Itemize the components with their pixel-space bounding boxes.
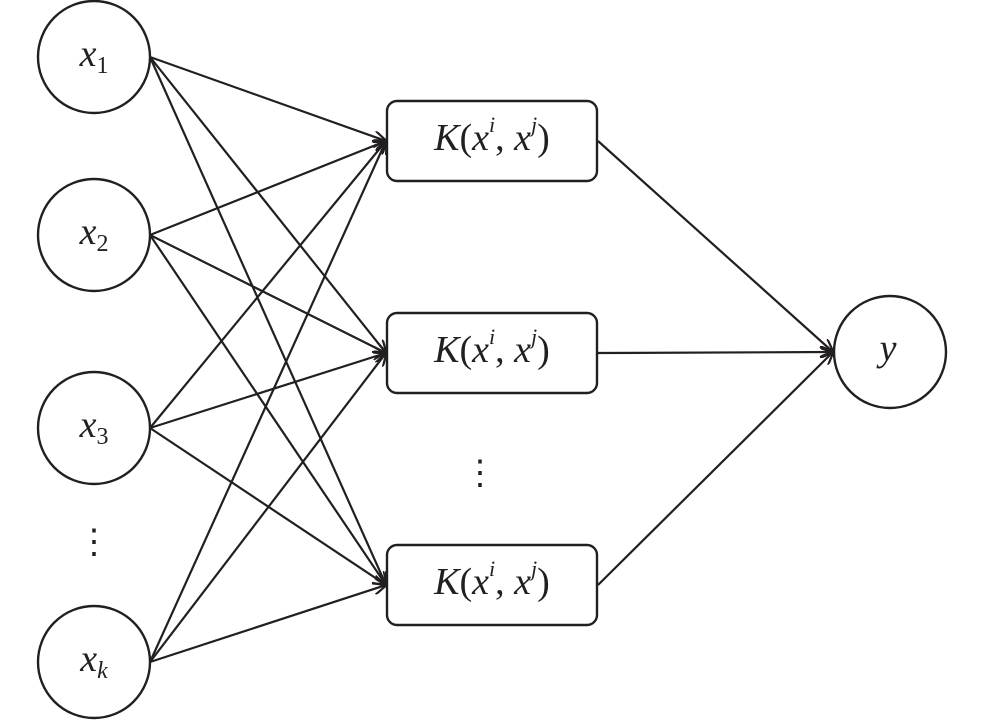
input-node-2-circle [36, 177, 152, 293]
input-node-1-circle [36, 0, 152, 115]
edge-input-2-to-kernel-3 [149, 234, 386, 585]
edge-input-3-to-kernel-2 [149, 353, 386, 430]
edge-input-k-to-kernel-3 [149, 585, 386, 664]
output-node-circle [832, 294, 948, 410]
edge-input-2-to-kernel-2 [149, 234, 386, 353]
kernel-node-1: K(xi, xj) [385, 99, 599, 183]
kernel-node-1-label: K(xi, xj) [433, 112, 550, 159]
input-node-2: x2 [36, 177, 152, 293]
edge-input-1-to-kernel-2 [149, 56, 386, 353]
output-node: y [832, 294, 948, 410]
input-node-k-circle [36, 604, 152, 720]
kernel-node-1-box [385, 99, 599, 183]
edge-input-3-to-kernel-1 [149, 141, 386, 429]
edge-input-1-to-kernel-3 [148, 56, 386, 585]
edge-input-k-to-kernel-1 [148, 141, 386, 663]
kernel-node-2-box [385, 311, 599, 395]
input-node-1-label: x1 [79, 33, 109, 79]
input-node-2-label: x2 [79, 211, 109, 257]
kernel-node-3-box [385, 543, 599, 627]
edge-input-k-to-kernel-2 [149, 353, 386, 663]
input-node-3: x3 [36, 370, 152, 486]
edge-input-1-to-kernel-1 [149, 55, 386, 141]
edge-kernel-3-to-output [597, 352, 833, 586]
kernel-node-3: K(xi, xj) [385, 543, 599, 627]
edge-kernel-2-to-output [597, 352, 833, 353]
edges [148, 55, 833, 664]
input-node-3-circle [36, 370, 152, 486]
input-node-3-label: x3 [79, 404, 109, 450]
input-ellipsis: ⋮ [77, 524, 111, 561]
input-node-k: xk [36, 604, 152, 720]
kernel-node-3-label: K(xi, xj) [433, 556, 550, 603]
edge-input-2-to-kernel-1 [149, 141, 386, 237]
input-node-1: x1 [36, 0, 152, 115]
kernel-node-2: K(xi, xj) [385, 311, 599, 395]
output-node-label: y [876, 328, 897, 370]
edge-kernel-1-to-output [597, 140, 833, 352]
kernel-node-2-label: K(xi, xj) [433, 324, 550, 371]
kernel-ellipsis: ⋮ [463, 455, 497, 492]
input-node-k-label: xk [79, 638, 108, 684]
